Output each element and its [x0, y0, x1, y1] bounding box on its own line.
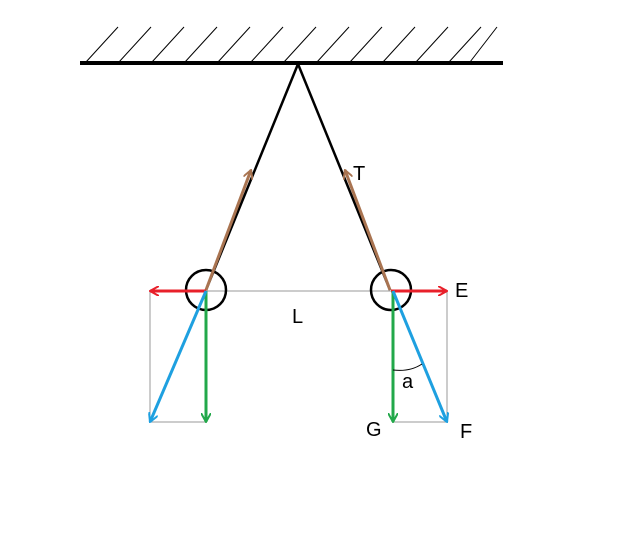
resultant-label: F	[460, 421, 472, 443]
right-resultant-arrow	[391, 290, 447, 422]
gravity-label: G	[366, 419, 382, 441]
angle-label: a	[402, 371, 414, 393]
distance-label: L	[292, 306, 303, 328]
ceiling	[80, 26, 503, 65]
left-resultant-arrow	[150, 290, 208, 422]
electric-force-label: E	[455, 280, 468, 302]
left-tension-arrow	[204, 170, 251, 291]
angle-arc	[392, 363, 423, 371]
ceiling-hatching	[85, 26, 498, 63]
tension-label: T	[353, 163, 365, 185]
right-tension-arrow	[345, 170, 392, 291]
